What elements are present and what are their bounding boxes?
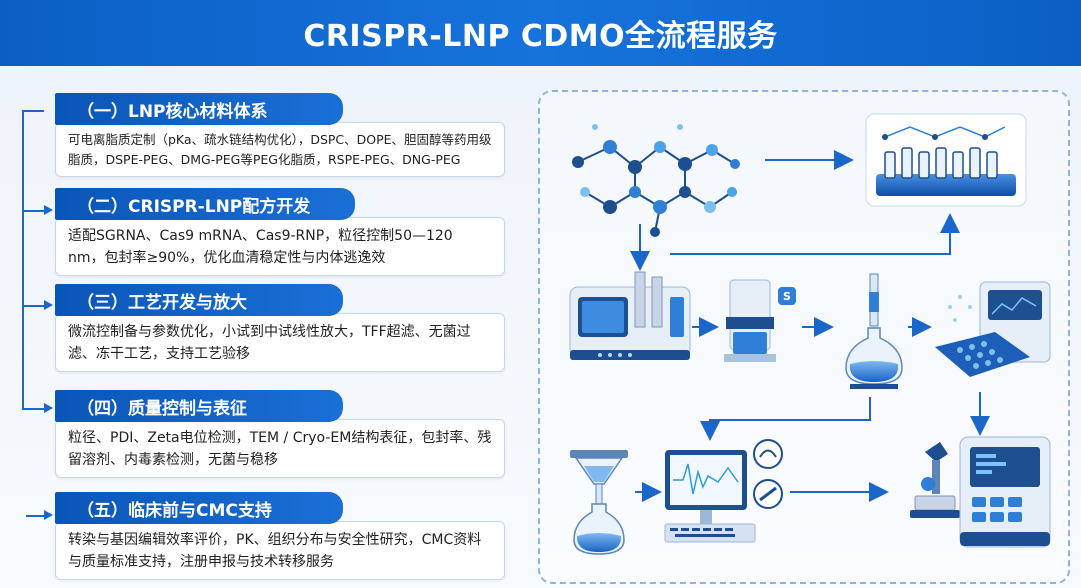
workflow-illustration: S — [569, 113, 1051, 555]
section-title: （五）临床前与CMC支持 — [55, 492, 343, 524]
bracket-arrow-2 — [44, 300, 53, 310]
section-lnp-materials: （一）LNP核心材料体系 可电离脂质定制（pKa、疏水链结构优化），DSPC、D… — [55, 93, 505, 177]
microfluidic-instrument-icon — [569, 271, 691, 360]
filtration-flask-icon — [845, 273, 903, 389]
bracket-arrow-4 — [44, 510, 53, 520]
header-banner: CRISPR-LNP CDMO全流程服务 — [0, 0, 1081, 66]
section-formulation: （二）CRISPR-LNP配方开发 适配SGRNA、Cas9 mRNA、Cas9… — [55, 188, 505, 276]
section-body: 适配SGRNA、Cas9 mRNA、Cas9-RNP，粒径控制50—120 nm… — [55, 217, 505, 276]
section-body: 可电离脂质定制（pKa、疏水链结构优化），DSPC、DOPE、胆固醇等药用级脂质… — [55, 122, 505, 177]
section-qc: （四）质量控制与表征 粒径、PDI、Zeta电位检测，TEM / Cryo-EM… — [55, 390, 505, 478]
bracket-tick-3 — [24, 210, 46, 212]
bracket-arrow-1 — [44, 205, 53, 215]
section-body: 转染与基因编辑效率评价，PK、组织分布与安全性研究，CMC资料与质量标准支持，注… — [55, 521, 505, 580]
bracket-tick-2 — [22, 408, 44, 410]
funnel-flask-icon — [570, 450, 628, 555]
molecule-icon — [577, 146, 736, 233]
section-title: （二）CRISPR-LNP配方开发 — [55, 188, 355, 220]
section-process: （三）工艺开发与放大 微流控制备与参数优化，小试到中试线性放大，TFF超滤、无菌… — [55, 284, 505, 372]
bracket-tick-4 — [24, 305, 46, 307]
high-throughput-plate-icon — [935, 281, 1051, 377]
section-body: 微流控制备与参数优化，小试到中试线性放大，TFF超滤、无菌过滤、冻干工艺，支持工… — [55, 313, 505, 372]
bracket-tick-1 — [22, 110, 44, 112]
bracket-arrow-3 — [44, 403, 53, 413]
analyzer-instrument-icon: S — [724, 279, 796, 362]
section-title: （四）质量控制与表征 — [55, 390, 343, 422]
section-cmc: （五）临床前与CMC支持 转染与基因编辑效率评价，PK、组织分布与安全性研究，C… — [55, 492, 505, 580]
molecule-atoms — [572, 124, 740, 237]
page-title: CRISPR-LNP CDMO全流程服务 — [303, 19, 778, 54]
section-title: （三）工艺开发与放大 — [55, 284, 343, 316]
section-body: 粒径、PDI、Zeta电位检测，TEM / Cryo-EM结构表征，包封率、残留… — [55, 419, 505, 478]
badge-letter: S — [783, 290, 791, 303]
computer-analysis-icon — [664, 439, 783, 543]
flow-arrow — [670, 213, 960, 255]
section-title: （一）LNP核心材料体系 — [55, 93, 343, 125]
microscope-instrument-icon — [910, 436, 1051, 548]
flow-arrow — [700, 397, 871, 441]
workflow-illustration-panel: S — [538, 90, 1070, 584]
section-bracket-line — [22, 110, 24, 410]
bracket-tick-5 — [26, 515, 48, 517]
microplate-icon — [865, 113, 1027, 207]
